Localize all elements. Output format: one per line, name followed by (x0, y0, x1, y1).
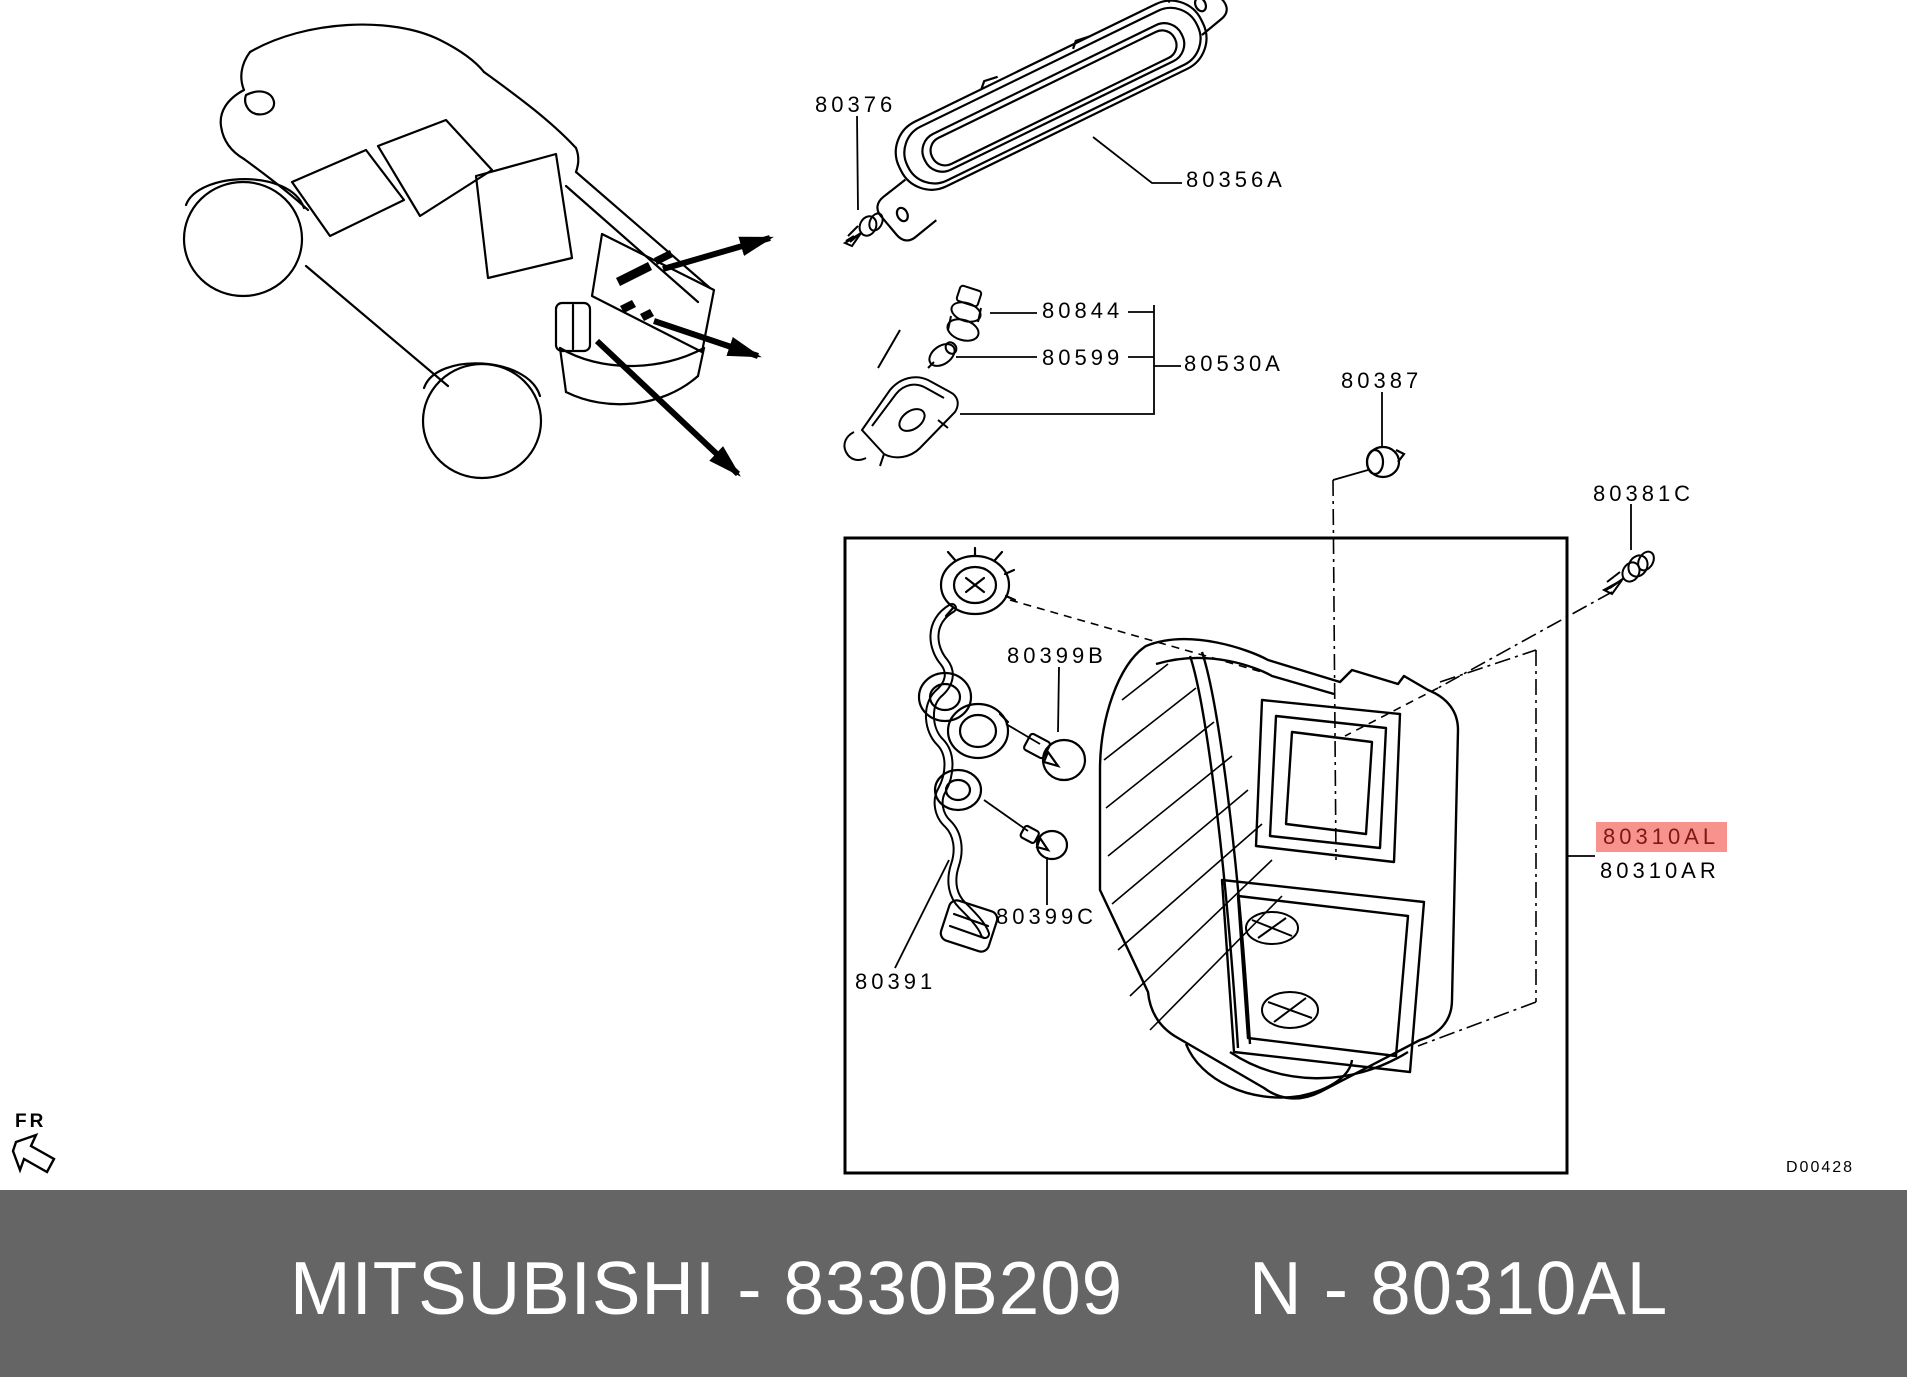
bulb-parts (1019, 732, 1087, 861)
license-plate-lamp-parts (843, 284, 983, 467)
wiring-harness-part (917, 546, 1017, 953)
centerlines (1009, 479, 1613, 1047)
footer-part-number: N - 80310AL (1248, 1246, 1669, 1330)
leader-lines (856, 115, 1632, 969)
part-label-80391[interactable]: 80391 (855, 969, 937, 994)
tapping-screw-part (1601, 550, 1655, 596)
part-label-80310al-selected[interactable]: 80310AL (1596, 822, 1728, 852)
fr-direction-arrow (11, 1132, 56, 1174)
part-label-80399c[interactable]: 80399C (996, 904, 1098, 929)
footer-banner: MITSUBISHI - 8330B209 N - 80310AL (0, 1190, 1907, 1377)
high-mount-stop-lamp-part (876, 0, 1228, 242)
part-label-80530a[interactable]: 80530A (1184, 351, 1284, 376)
drawing-code: D00428 (1786, 1159, 1855, 1176)
part-label-80387[interactable]: 80387 (1341, 368, 1423, 393)
truck-sketch (182, 23, 716, 480)
tail-lamp-part (1098, 637, 1460, 1100)
part-label-80599[interactable]: 80599 (1042, 345, 1124, 370)
part-label-80844[interactable]: 80844 (1042, 298, 1124, 323)
part-label-80376[interactable]: 80376 (815, 92, 897, 117)
high-mount-screw-part (842, 212, 884, 248)
part-label-80399b[interactable]: 80399B (1007, 643, 1107, 668)
fr-label: FR (15, 1111, 47, 1132)
footer-part-reference: MITSUBISHI - 8330B209 (290, 1246, 1124, 1330)
part-label-80356a[interactable]: 80356A (1186, 167, 1286, 192)
pointer-arrows (594, 235, 774, 477)
part-label-80310ar[interactable]: 80310AR (1600, 858, 1720, 883)
part-label-80381c[interactable]: 80381C (1593, 481, 1695, 506)
grommet-part (1365, 445, 1406, 479)
